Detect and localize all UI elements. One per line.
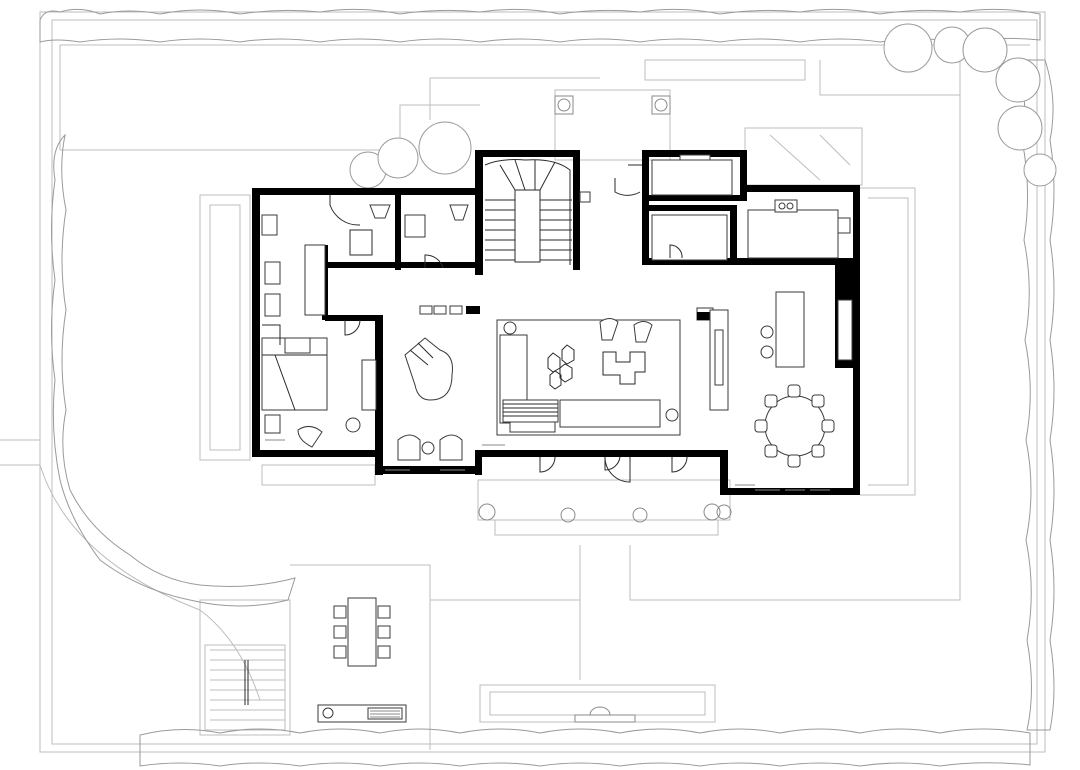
bedroom bbox=[261, 319, 377, 448]
kitchen-dining bbox=[696, 199, 853, 468]
door-swing-icon bbox=[671, 456, 688, 473]
tree-icon bbox=[883, 23, 933, 73]
facade-openings bbox=[265, 439, 830, 523]
living-area bbox=[397, 305, 681, 461]
tree-icon bbox=[1023, 153, 1057, 187]
dining-table-icon bbox=[347, 597, 377, 667]
bathroom-fixtures bbox=[261, 195, 469, 317]
tree-icon bbox=[377, 137, 419, 179]
door-swing-icon bbox=[604, 456, 621, 471]
door-swing-icon bbox=[604, 456, 631, 483]
tree-icon bbox=[418, 121, 472, 175]
site-outline bbox=[0, 11, 1046, 753]
tree-icon bbox=[962, 27, 1008, 73]
utility-rooms bbox=[579, 154, 733, 261]
staircase-icon bbox=[484, 159, 572, 265]
tree-icon bbox=[997, 105, 1043, 151]
trees bbox=[349, 23, 1057, 189]
outdoor-furniture bbox=[317, 597, 407, 723]
piano bbox=[404, 337, 453, 401]
door-swing-icon bbox=[539, 456, 556, 473]
hedge-outline bbox=[39, 8, 1055, 767]
tree-icon bbox=[995, 57, 1041, 103]
